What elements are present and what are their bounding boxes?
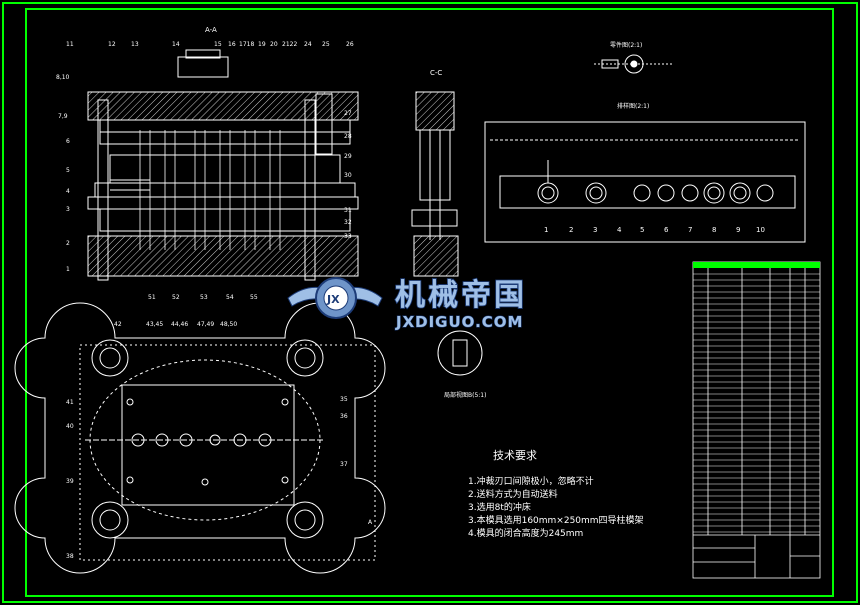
svg-text:2: 2 bbox=[66, 240, 70, 247]
svg-text:5: 5 bbox=[66, 167, 70, 174]
svg-text:51: 51 bbox=[148, 294, 156, 301]
svg-text:48,50: 48,50 bbox=[220, 321, 237, 328]
svg-text:47,49: 47,49 bbox=[197, 321, 214, 328]
svg-text:13: 13 bbox=[131, 41, 139, 48]
svg-text:4: 4 bbox=[66, 188, 70, 195]
svg-text:6: 6 bbox=[664, 226, 669, 234]
svg-text:36: 36 bbox=[340, 413, 348, 420]
svg-text:4: 4 bbox=[617, 226, 622, 234]
svg-text:7,9: 7,9 bbox=[58, 113, 68, 120]
svg-text:53: 53 bbox=[200, 294, 208, 301]
svg-text:33: 33 bbox=[344, 233, 352, 240]
svg-text:11: 11 bbox=[66, 41, 74, 48]
svg-text:52: 52 bbox=[172, 294, 180, 301]
svg-text:19: 19 bbox=[258, 41, 266, 48]
svg-text:1: 1 bbox=[66, 266, 70, 273]
svg-text:35: 35 bbox=[340, 396, 348, 403]
svg-text:14: 14 bbox=[172, 41, 180, 48]
watermark-logo: JX 机械帝国 JXDIGUO.COM bbox=[287, 277, 527, 332]
svg-text:31: 31 bbox=[344, 207, 352, 214]
svg-text:1: 1 bbox=[544, 226, 548, 234]
svg-text:3: 3 bbox=[593, 226, 597, 234]
svg-text:4.模具的闭合高度为245mm: 4.模具的闭合高度为245mm bbox=[468, 527, 583, 539]
tech-requirements-title: 技术要求 bbox=[493, 449, 537, 462]
svg-text:16: 16 bbox=[228, 41, 236, 48]
tech-requirements: 技术要求 1.冲裁刃口间隙极小，忽略不计 2.送料方式为自动送料 3.选用8t的… bbox=[468, 449, 644, 539]
svg-text:38: 38 bbox=[66, 553, 74, 560]
watermark-name-en: JXDIGUO.COM bbox=[395, 313, 523, 331]
plan-view bbox=[14, 302, 386, 574]
svg-text:27: 27 bbox=[344, 110, 352, 117]
svg-text:37: 37 bbox=[340, 461, 348, 468]
svg-text:7: 7 bbox=[688, 226, 692, 234]
svg-text:9: 9 bbox=[736, 226, 740, 234]
svg-text:10: 10 bbox=[756, 226, 765, 234]
svg-text:25: 25 bbox=[322, 41, 330, 48]
strip-layout: 排样图(2:1) bbox=[484, 102, 806, 243]
svg-text:41: 41 bbox=[66, 399, 74, 406]
svg-text:6: 6 bbox=[66, 138, 70, 145]
svg-text:20: 20 bbox=[270, 41, 278, 48]
svg-text:8: 8 bbox=[712, 226, 716, 234]
svg-text:15: 15 bbox=[214, 41, 222, 48]
svg-text:28: 28 bbox=[344, 133, 352, 140]
svg-text:5: 5 bbox=[640, 226, 644, 234]
svg-text:JX: JX bbox=[326, 293, 340, 306]
svg-text:2.送料方式为自动送料: 2.送料方式为自动送料 bbox=[468, 488, 558, 500]
svg-text:54: 54 bbox=[226, 294, 234, 301]
svg-text:42: 42 bbox=[114, 321, 122, 328]
main-section-view: A-A bbox=[87, 26, 359, 281]
svg-text:2122: 2122 bbox=[282, 41, 297, 48]
svg-text:2: 2 bbox=[569, 226, 573, 234]
section-aa-label: A-A bbox=[205, 26, 217, 34]
svg-text:排样图(2:1): 排样图(2:1) bbox=[617, 102, 649, 110]
svg-text:12: 12 bbox=[108, 41, 116, 48]
svg-text:1718: 1718 bbox=[239, 41, 254, 48]
svg-text:1.冲裁刃口间隙极小，忽略不计: 1.冲裁刃口间隙极小，忽略不计 bbox=[468, 475, 594, 487]
svg-text:24: 24 bbox=[304, 41, 312, 48]
svg-text:32: 32 bbox=[344, 219, 352, 226]
svg-text:C-C: C-C bbox=[430, 69, 442, 77]
watermark-name-cn: 机械帝国 bbox=[395, 278, 527, 313]
svg-text:30: 30 bbox=[344, 172, 352, 179]
title-block bbox=[692, 261, 821, 579]
svg-text:8,10: 8,10 bbox=[56, 74, 70, 81]
svg-text:40: 40 bbox=[66, 423, 74, 430]
svg-text:3.本模具选用160mm×250mm四导柱模架: 3.本模具选用160mm×250mm四导柱模架 bbox=[468, 514, 644, 526]
svg-text:局部视图B(5:1): 局部视图B(5:1) bbox=[444, 391, 486, 399]
svg-text:44,46: 44,46 bbox=[171, 321, 188, 328]
inner-frame bbox=[25, 8, 834, 597]
svg-text:A: A bbox=[368, 519, 373, 526]
svg-text:3.选用8t的冲床: 3.选用8t的冲床 bbox=[468, 501, 531, 513]
svg-text:55: 55 bbox=[250, 294, 258, 301]
svg-text:43,45: 43,45 bbox=[146, 321, 163, 328]
svg-text:29: 29 bbox=[344, 153, 352, 160]
svg-text:零件图(2:1): 零件图(2:1) bbox=[610, 41, 642, 49]
svg-text:39: 39 bbox=[66, 478, 74, 485]
main-section-labels: 11 12 13 14 15 16 1718 19 20 2122 24 25 … bbox=[56, 41, 354, 301]
svg-text:26: 26 bbox=[346, 41, 354, 48]
plan-view-labels: 42 43,45 44,46 47,49 48,50 41 40 39 38 3… bbox=[66, 321, 373, 560]
strip-station-numbers: 1 2 3 4 5 6 7 8 9 10 bbox=[544, 226, 765, 234]
section-cc-view: C-C bbox=[411, 69, 459, 277]
svg-text:3: 3 bbox=[66, 206, 70, 213]
part-drawing: 零件图(2:1) bbox=[594, 41, 674, 74]
detail-view-b: 局部视图B(5:1) bbox=[437, 330, 486, 399]
